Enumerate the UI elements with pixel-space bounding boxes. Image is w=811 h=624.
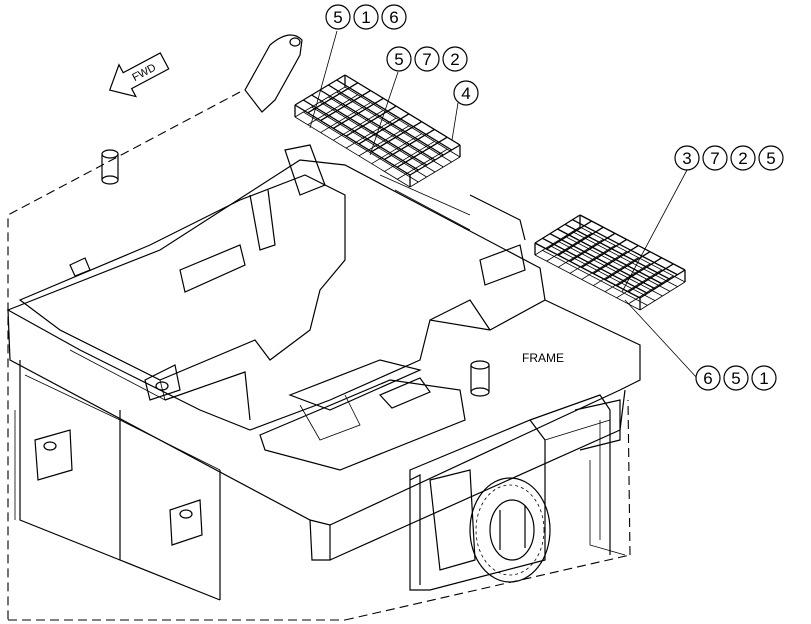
bracket-lower-left xyxy=(34,429,203,546)
callout-circle xyxy=(758,145,784,171)
callout-circle xyxy=(702,145,728,171)
callout-digit: 5 xyxy=(731,369,740,388)
pin-left xyxy=(101,149,119,185)
callout-circle xyxy=(386,46,412,72)
callout-digit: 2 xyxy=(738,149,747,168)
callout-circle xyxy=(751,365,777,391)
callout-circle xyxy=(674,145,700,171)
callout-circle xyxy=(695,365,721,391)
callout-digit: 3 xyxy=(682,149,691,168)
fwd-direction-arrow: FWD xyxy=(108,52,170,98)
leader-lines xyxy=(309,30,698,379)
callout-digit: 5 xyxy=(333,8,342,27)
lifting-eye xyxy=(244,34,303,113)
pin-center xyxy=(470,360,490,397)
callout-digit: 1 xyxy=(759,369,768,388)
callout-circle xyxy=(442,46,468,72)
access-hole xyxy=(429,469,551,583)
grating-step-upper xyxy=(294,74,461,188)
callout-4: 4 xyxy=(453,80,479,106)
grating-step-right xyxy=(534,214,686,311)
boss-left xyxy=(144,364,181,401)
callout-digit: 5 xyxy=(394,50,403,69)
leader-651 xyxy=(624,299,698,379)
callout-digit: 1 xyxy=(361,8,370,27)
callout-digit: 7 xyxy=(422,50,431,69)
callout-circle xyxy=(325,4,351,30)
callout-circle xyxy=(730,145,756,171)
callout-digit: 6 xyxy=(389,8,398,27)
callout-572: 5 7 2 xyxy=(386,46,468,72)
callout-circle xyxy=(353,4,379,30)
callout-3725: 3 7 2 5 xyxy=(674,145,784,171)
callout-651: 6 5 1 xyxy=(695,365,777,391)
leader-516 xyxy=(309,30,338,129)
leader-572 xyxy=(369,71,399,156)
callout-digit: 7 xyxy=(710,149,719,168)
leader-3725 xyxy=(621,169,688,293)
callout-circle xyxy=(723,365,749,391)
frame-body xyxy=(6,34,641,621)
leader-4 xyxy=(451,102,459,141)
frame-label: FRAME xyxy=(522,351,564,365)
callout-circle xyxy=(381,4,407,30)
callout-digit: 5 xyxy=(766,149,775,168)
callout-digit: 2 xyxy=(450,50,459,69)
callout-digit: 6 xyxy=(703,369,712,388)
callout-circle xyxy=(453,80,479,106)
callout-516: 5 1 6 xyxy=(325,4,407,30)
callout-digit: 4 xyxy=(461,84,470,103)
callout-circle xyxy=(414,46,440,72)
arrow-left-icon xyxy=(108,52,170,98)
